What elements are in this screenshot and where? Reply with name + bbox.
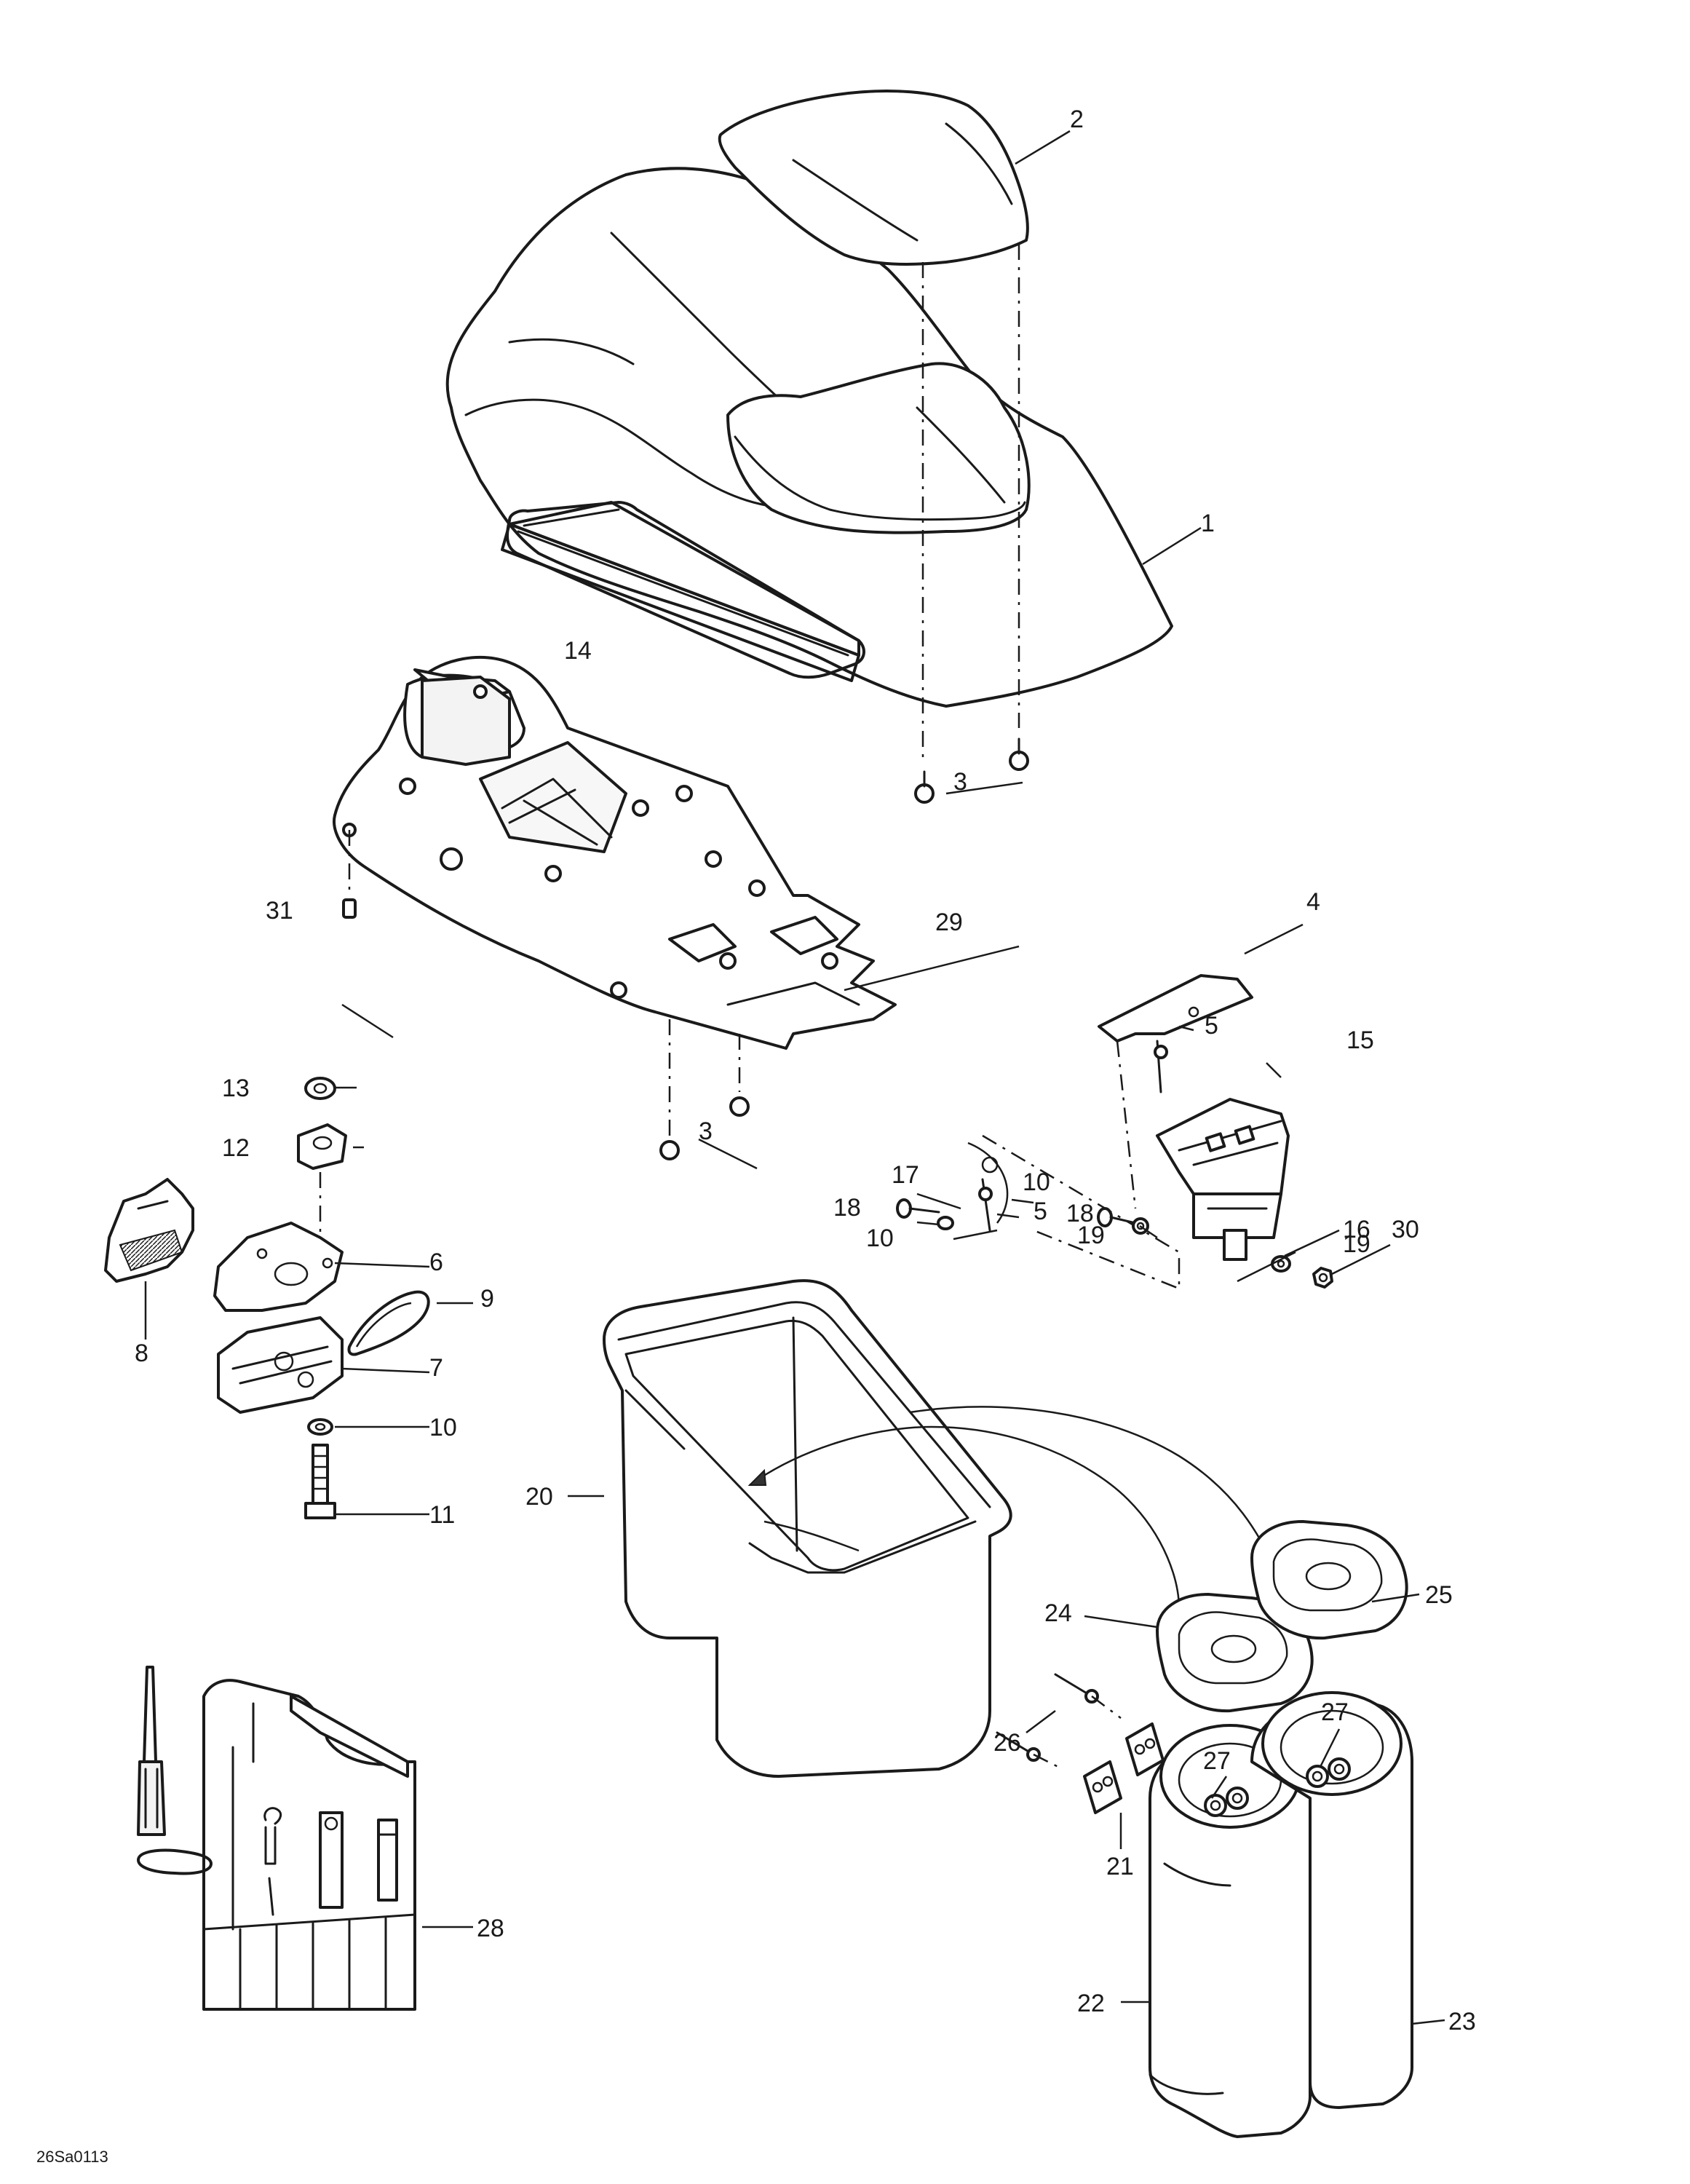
callout-10-left: 10	[429, 1414, 457, 1441]
bolt-part-11	[304, 1444, 336, 1519]
callout-3-lower: 3	[699, 1117, 713, 1145]
lid-part-25	[1250, 1520, 1408, 1640]
callout-7: 7	[429, 1354, 443, 1382]
callout-12: 12	[222, 1134, 250, 1162]
base-part-7	[217, 1316, 344, 1414]
screw-part-31	[342, 830, 357, 919]
callout-5-lower: 5	[1034, 1198, 1047, 1225]
container-part-22	[1149, 1724, 1312, 2138]
nut-part-13	[304, 1077, 336, 1100]
storage-bin-part-20	[603, 1279, 1012, 1778]
callout-26: 26	[993, 1729, 1021, 1757]
top-cap	[718, 90, 1029, 266]
callout-22: 22	[1077, 1990, 1105, 2017]
latch-part-8	[104, 1178, 194, 1283]
callout-15: 15	[1346, 1026, 1374, 1054]
gasket-frame	[501, 501, 865, 682]
callout-1: 1	[1201, 510, 1215, 537]
callout-labels: 1 2 3 3 4 5 5 6 7 8 9 10 10 10 11 12 13 …	[135, 106, 1476, 2035]
screw-part-3-lower	[659, 1019, 750, 1160]
arrow-to-bin	[747, 1406, 1275, 1610]
nut-part-30	[1312, 1267, 1333, 1289]
screw-part-3-upper	[914, 244, 1029, 804]
callout-29: 29	[935, 909, 963, 936]
callout-28: 28	[477, 1915, 504, 1942]
clip-part-16	[1223, 1229, 1247, 1261]
callout-14: 14	[564, 637, 592, 665]
tool-kit-part-28	[137, 1666, 416, 2011]
callout-2: 2	[1070, 106, 1084, 133]
callout-9: 9	[480, 1285, 494, 1313]
callout-6: 6	[429, 1249, 443, 1276]
cluster-fasteners	[896, 1134, 1181, 1290]
callout-16: 16	[1343, 1216, 1370, 1243]
callout-30: 30	[1392, 1216, 1419, 1243]
pin-part-26	[996, 1673, 1122, 1770]
callout-10-mid: 10	[866, 1224, 894, 1252]
callout-8: 8	[135, 1340, 148, 1367]
callout-20: 20	[525, 1483, 553, 1511]
callout-24: 24	[1044, 1599, 1072, 1627]
callout-11: 11	[429, 1501, 455, 1529]
callout-10-upper: 10	[1023, 1168, 1050, 1196]
callout-4: 4	[1306, 888, 1320, 916]
callout-17: 17	[892, 1161, 919, 1189]
belt-part-9	[347, 1290, 430, 1356]
callout-27-left: 27	[1203, 1747, 1231, 1775]
callout-21: 21	[1106, 1853, 1134, 1880]
callout-3-upper: 3	[953, 768, 967, 796]
callout-18-right: 18	[1066, 1200, 1094, 1227]
leader-lines	[144, 130, 1445, 2025]
callout-27-right: 27	[1321, 1698, 1349, 1726]
bracket-part-15	[1156, 1098, 1290, 1239]
callout-19-right: 19	[1343, 1230, 1370, 1258]
callout-18-left: 18	[833, 1194, 861, 1222]
top-plate-part-4	[1098, 974, 1253, 1209]
callout-13: 13	[222, 1075, 250, 1102]
callout-23: 23	[1448, 2008, 1476, 2035]
reference-code: 26Sa0113	[36, 2148, 108, 2166]
lid-part-24	[1156, 1593, 1314, 1713]
callout-25: 25	[1425, 1581, 1453, 1609]
rivet-part-5-upper	[1154, 1040, 1168, 1093]
callout-31: 31	[266, 897, 293, 925]
square-nut-part-12	[297, 1123, 347, 1170]
main-deck-plate	[333, 655, 897, 1050]
callout-5-upper: 5	[1205, 1012, 1218, 1040]
hood-cover	[445, 167, 1173, 708]
washer-part-10-left	[307, 1418, 333, 1436]
plate-part-21	[1083, 1722, 1165, 1814]
rivet-part-5-lower	[978, 1178, 993, 1232]
mount-part-6	[213, 1222, 344, 1312]
callout-19-left: 19	[1077, 1222, 1105, 1249]
